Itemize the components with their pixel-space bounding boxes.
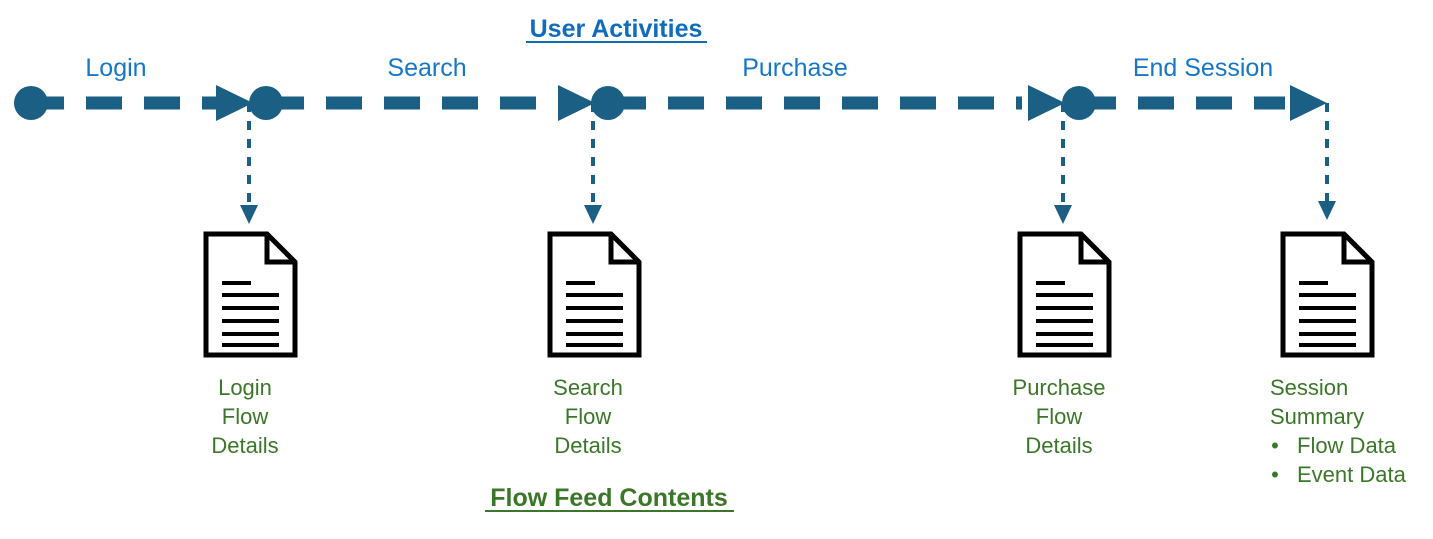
document-label-4-line-1: Session [1270,375,1348,400]
drop-connectors-group [240,103,1336,224]
document-label-1-line-3: Details [211,433,278,458]
arrow-right-icon-4 [1290,85,1327,121]
document-label-2-line-3: Details [554,433,621,458]
document-label-3-line-3: Details [1025,433,1092,458]
document-label-3: Purchase Flow Details [1013,375,1106,458]
document-label-1: Login Flow Details [211,375,278,458]
arrow-down-icon-1 [240,205,258,224]
document-fold-3 [1078,234,1109,265]
document-label-4-bullet-1: Flow Data [1297,433,1397,458]
document-label-1-line-1: Login [218,375,272,400]
arrow-down-icon-2 [584,205,602,224]
arrow-right-icon-2 [558,85,595,121]
arrow-down-icon-3 [1054,205,1072,224]
bottom-title-group: Flow Feed Contents [485,484,734,512]
arrow-right-icon-1 [216,85,253,121]
document-label-1-line-2: Flow [222,404,269,429]
document-label-3-line-2: Flow [1036,404,1083,429]
document-page-icon-4[interactable] [1280,231,1375,358]
activity-labels-group: Login Search Purchase End Session [85,54,1273,82]
activity-label-purchase: Purchase [742,54,848,82]
document-label-2-line-2: Flow [565,404,612,429]
timeline-node-icon-search[interactable] [591,86,625,120]
document-page-icon-3[interactable] [1017,231,1112,358]
document-page-icon-2[interactable] [547,231,642,358]
timeline-node-icon-login[interactable] [249,86,283,120]
document-label-4-bullet-2: Event Data [1297,462,1407,487]
activity-label-end-session: End Session [1133,54,1273,82]
timeline-group [14,85,1327,121]
document-label-2: Search Flow Details [553,375,623,458]
document-fold-2 [608,234,639,265]
document-rules-1 [222,281,279,347]
document-label-4-line-2: Summary [1270,404,1364,429]
bottom-title: Flow Feed Contents [490,484,728,512]
document-page-icon-1[interactable] [203,231,298,358]
document-label-4: Session Summary • Flow Data • Event Data [1270,375,1407,487]
top-title-group: User Activities [526,15,707,43]
document-fold-4 [1341,234,1372,265]
bullet-dot-icon-1: • [1271,433,1279,458]
arrow-right-icon-3 [1028,85,1065,121]
activity-label-search: Search [387,54,466,82]
activity-label-login: Login [85,54,146,82]
top-title: User Activities [530,15,703,43]
timeline-node-icon-purchase[interactable] [1062,86,1096,120]
bullet-dot-icon-2: • [1271,462,1279,487]
document-label-3-line-1: Purchase [1013,375,1106,400]
document-label-2-line-1: Search [553,375,623,400]
timeline-node-icon-start[interactable] [14,86,48,120]
document-rules-4 [1299,281,1356,347]
arrow-down-icon-4 [1318,201,1336,220]
document-rules-3 [1036,281,1093,347]
document-rules-2 [566,281,623,347]
document-fold-1 [264,234,295,265]
